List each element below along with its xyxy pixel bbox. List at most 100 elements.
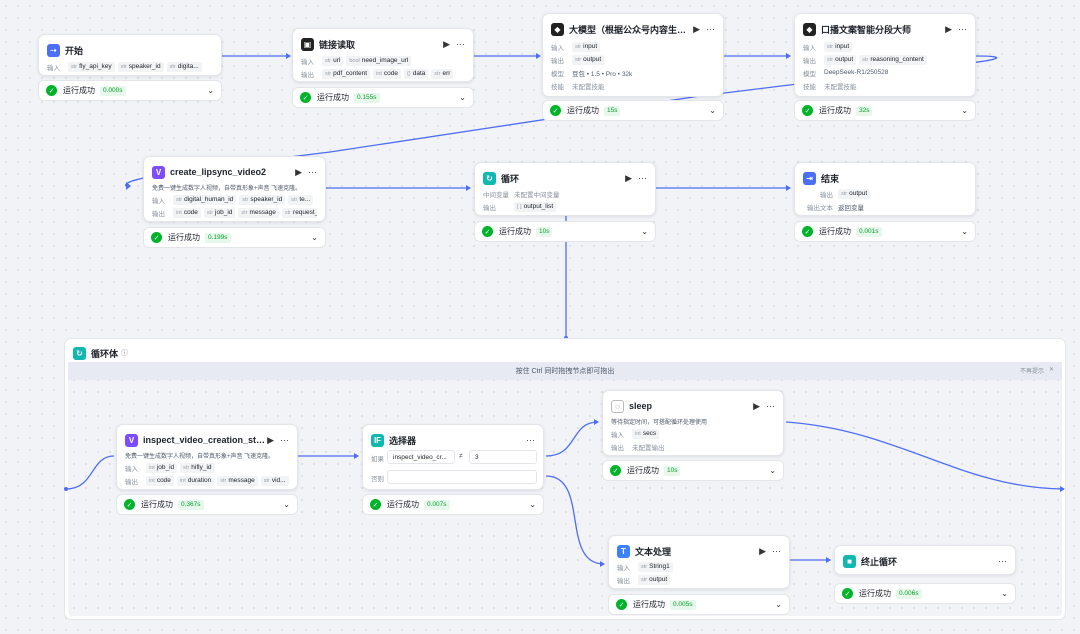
lipsync-status[interactable]: ✓ 运行成功 0.199s ⌄ bbox=[143, 227, 326, 248]
more-button[interactable]: ··· bbox=[456, 39, 465, 49]
condition-left-input[interactable]: inspect_video_cr... bbox=[387, 450, 455, 464]
node-title: 链接读取 bbox=[319, 39, 356, 50]
sleep-icon: ◌ bbox=[611, 399, 624, 413]
more-button[interactable]: ··· bbox=[638, 173, 647, 183]
output-label: 输出 bbox=[301, 71, 314, 79]
chevron-down-icon[interactable]: ⌄ bbox=[709, 106, 716, 115]
run-time: 15s bbox=[604, 105, 621, 116]
run-time: 32s bbox=[856, 105, 873, 116]
inspect-video-node[interactable]: V inspect_video_creation_sta... ▶··· 免费一… bbox=[116, 424, 298, 490]
else-label: 否则 bbox=[371, 475, 384, 483]
more-button[interactable]: ··· bbox=[772, 546, 781, 556]
selector-node[interactable]: IF 选择器 ··· 如果 inspect_video_cr... ≠ 3 否则 bbox=[362, 424, 544, 490]
video-plugin-icon: V bbox=[152, 165, 165, 179]
check-icon: ✓ bbox=[482, 226, 493, 237]
condition-operator[interactable]: ≠ bbox=[459, 453, 463, 460]
stop-loop-node[interactable]: ■ 终止循环 ··· bbox=[834, 545, 1016, 575]
lipsync-node[interactable]: V create_lipsync_video2 ▶··· 免费一键生成数字人视频… bbox=[143, 156, 326, 222]
check-icon: ✓ bbox=[124, 499, 135, 510]
chevron-down-icon[interactable]: ⌄ bbox=[961, 227, 968, 236]
selector-status[interactable]: ✓ 运行成功 0.007s ⌄ bbox=[362, 494, 544, 515]
chevron-down-icon[interactable]: ⌄ bbox=[961, 106, 968, 115]
chevron-down-icon[interactable]: ⌄ bbox=[1001, 589, 1008, 598]
chevron-down-icon[interactable]: ⌄ bbox=[641, 227, 648, 236]
input-label: 输入 bbox=[152, 197, 165, 205]
status-text: 运行成功 bbox=[567, 106, 599, 115]
loop-body-icon: ↻ bbox=[73, 346, 86, 360]
llm-2-status[interactable]: ✓ 运行成功 32s ⌄ bbox=[794, 100, 976, 121]
more-button[interactable]: ··· bbox=[998, 556, 1007, 566]
check-icon: ✓ bbox=[151, 232, 162, 243]
condition-right-input[interactable]: 3 bbox=[469, 450, 537, 464]
stop-loop-icon: ■ bbox=[843, 554, 856, 568]
chevron-down-icon[interactable]: ⌄ bbox=[775, 600, 782, 609]
sleep-status[interactable]: ✓ 运行成功 10s ⌄ bbox=[602, 460, 784, 481]
chevron-down-icon[interactable]: ⌄ bbox=[311, 233, 318, 242]
run-button[interactable]: ▶ bbox=[443, 38, 450, 49]
chevron-down-icon[interactable]: ⌄ bbox=[459, 93, 466, 102]
run-button[interactable]: ▶ bbox=[295, 166, 302, 177]
dismiss-link[interactable]: 不再提示 bbox=[1019, 369, 1044, 375]
node-description: 免费一键生成数字人视频，自带真形象+声音 飞速克隆。 bbox=[125, 454, 275, 460]
more-button[interactable]: ··· bbox=[308, 167, 317, 177]
chevron-down-icon[interactable]: ⌄ bbox=[769, 466, 776, 475]
run-button[interactable]: ▶ bbox=[945, 23, 952, 34]
chevron-down-icon[interactable]: ⌄ bbox=[529, 500, 536, 509]
run-button[interactable]: ▶ bbox=[693, 23, 700, 34]
param-tag: [ ]output_list bbox=[514, 201, 557, 212]
link-reader-status[interactable]: ✓ 运行成功 0.155s ⌄ bbox=[292, 87, 474, 108]
chevron-down-icon[interactable]: ⌄ bbox=[283, 500, 290, 509]
inspect-status[interactable]: ✓ 运行成功 0.367s ⌄ bbox=[116, 494, 298, 515]
run-time: 0.006s bbox=[896, 588, 922, 599]
run-button[interactable]: ▶ bbox=[753, 400, 760, 411]
llm-icon: ◆ bbox=[551, 22, 564, 36]
check-icon: ✓ bbox=[802, 226, 813, 237]
end-status[interactable]: ✓ 运行成功 0.001s ⌄ bbox=[794, 221, 976, 242]
info-icon[interactable]: ⓘ bbox=[121, 350, 129, 357]
more-button[interactable]: ··· bbox=[958, 24, 967, 34]
else-branch-box[interactable] bbox=[387, 470, 537, 484]
close-icon[interactable]: ✕ bbox=[1048, 367, 1054, 373]
status-text: 运行成功 bbox=[387, 500, 419, 509]
loop-icon: ↻ bbox=[483, 171, 496, 185]
more-button[interactable]: ··· bbox=[526, 435, 535, 445]
loop-node[interactable]: ↻ 循环 ▶··· 中间变量 未配置中间变量 输出 [ ]output_list bbox=[474, 162, 656, 216]
input-label: 输入 bbox=[611, 431, 624, 439]
check-icon: ✓ bbox=[46, 85, 57, 96]
run-button[interactable]: ▶ bbox=[267, 434, 274, 445]
node-description: 免费一键生成数字人视频，自带真形象+声音 飞速克隆。 bbox=[152, 186, 302, 192]
input-label: 输入 bbox=[301, 58, 314, 66]
run-time: 10s bbox=[664, 465, 681, 476]
node-title: 文本处理 bbox=[635, 546, 672, 557]
loop-status[interactable]: ✓ 运行成功 10s ⌄ bbox=[474, 221, 656, 242]
start-status[interactable]: ✓ 运行成功 0.000s ⌄ bbox=[38, 80, 222, 101]
more-button[interactable]: ··· bbox=[706, 24, 715, 34]
more-button[interactable]: ··· bbox=[766, 401, 775, 411]
status-text: 运行成功 bbox=[317, 93, 349, 102]
run-time: 0.367s bbox=[178, 499, 204, 510]
run-button[interactable]: ▶ bbox=[759, 545, 766, 556]
input-label: 输入 bbox=[551, 44, 564, 52]
chevron-down-icon[interactable]: ⌄ bbox=[207, 86, 214, 95]
node-title: sleep bbox=[629, 401, 653, 411]
run-button[interactable]: ▶ bbox=[625, 172, 632, 183]
check-icon: ✓ bbox=[610, 465, 621, 476]
stop-loop-status[interactable]: ✓ 运行成功 0.006s ⌄ bbox=[834, 583, 1016, 604]
text-process-status[interactable]: ✓ 运行成功 0.005s ⌄ bbox=[608, 594, 790, 615]
llm-1-status[interactable]: ✓ 运行成功 15s ⌄ bbox=[542, 100, 724, 121]
more-button[interactable]: ··· bbox=[280, 435, 289, 445]
